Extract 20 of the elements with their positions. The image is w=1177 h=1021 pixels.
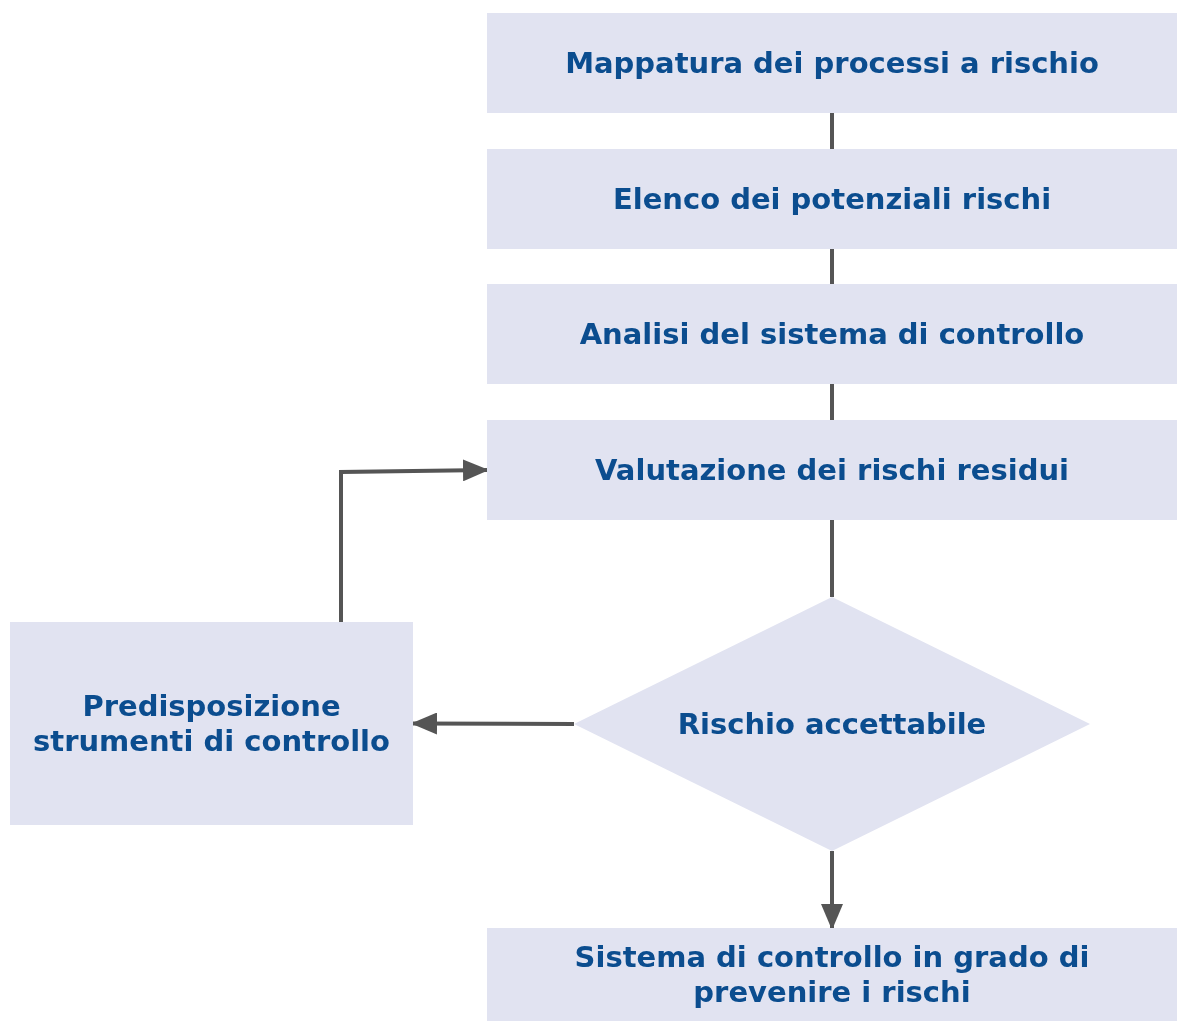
node-label: Mappatura dei processi a rischio — [565, 45, 1099, 81]
node-label: Sistema di controllo in grado di prevenire i rischi — [573, 939, 1091, 1010]
connector-line — [830, 249, 834, 284]
arrow — [821, 851, 843, 930]
process-box — [487, 13, 1177, 113]
node-label: Elenco dei potenziali rischi — [612, 181, 1052, 217]
decision-diamond — [574, 597, 1090, 851]
node-label: Rischio accettabile — [677, 706, 987, 742]
arrow — [339, 459, 489, 622]
process-box — [487, 284, 1177, 384]
node-label: Predisposizione strumenti di controllo — [32, 688, 391, 759]
connector-line — [830, 384, 834, 420]
connector-line — [830, 520, 834, 597]
process-box — [10, 622, 413, 825]
node-label: Analisi del sistema di controllo — [579, 316, 1085, 352]
connector-line — [830, 113, 834, 149]
process-box — [487, 928, 1177, 1021]
process-box — [487, 149, 1177, 249]
node-label: Valutazione dei rischi residui — [595, 452, 1069, 488]
process-box — [487, 420, 1177, 520]
